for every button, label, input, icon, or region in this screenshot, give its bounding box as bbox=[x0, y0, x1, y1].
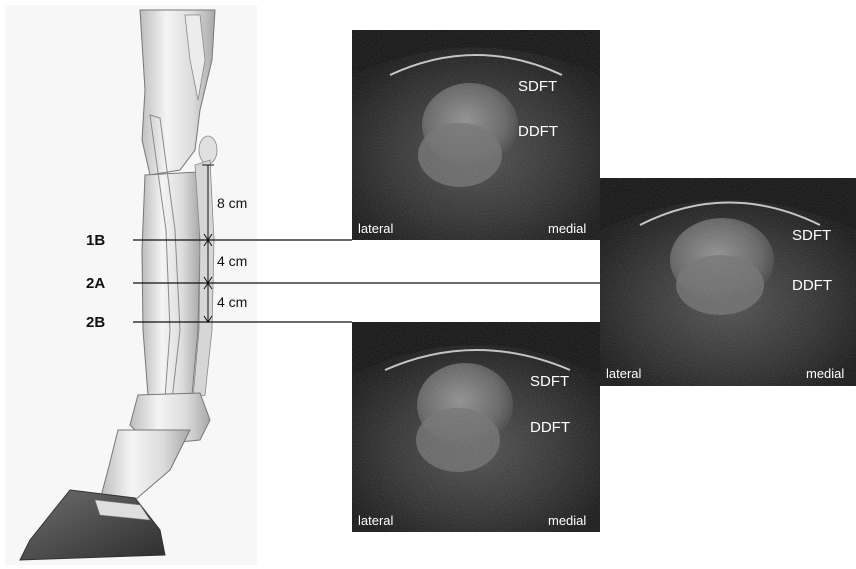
ultrasound-panel-2a: SDFT DDFT lateral medial bbox=[600, 178, 856, 386]
sdft-label: SDFT bbox=[518, 78, 557, 95]
distance-label-4cm-b: 4 cm bbox=[217, 294, 247, 310]
ddft-label: DDFT bbox=[792, 277, 832, 294]
level-label-2a: 2A bbox=[86, 275, 105, 292]
distance-label-4cm-a: 4 cm bbox=[217, 253, 247, 269]
ddft-label: DDFT bbox=[518, 123, 558, 140]
lateral-label: lateral bbox=[606, 366, 642, 381]
medial-label: medial bbox=[806, 366, 844, 381]
lateral-label: lateral bbox=[358, 513, 394, 528]
leg-illustration bbox=[5, 5, 257, 565]
medial-label: medial bbox=[548, 221, 586, 236]
distance-label-8cm: 8 cm bbox=[217, 195, 247, 211]
sdft-label: SDFT bbox=[530, 373, 569, 390]
ddft-label: DDFT bbox=[530, 419, 570, 436]
splint-bone-head bbox=[199, 136, 217, 164]
ultrasound-panel-2b: SDFT DDFT lateral medial bbox=[352, 322, 600, 532]
medial-label: medial bbox=[548, 513, 586, 528]
level-label-1b: 1B bbox=[86, 232, 105, 249]
sdft-label: SDFT bbox=[792, 227, 831, 244]
ultrasound-panel-1b: SDFT DDFT lateral medial bbox=[352, 30, 600, 240]
cannon-bone bbox=[142, 172, 200, 400]
level-label-2b: 2B bbox=[86, 314, 105, 331]
speckle-overlay bbox=[352, 30, 600, 240]
lateral-label: lateral bbox=[358, 221, 394, 236]
